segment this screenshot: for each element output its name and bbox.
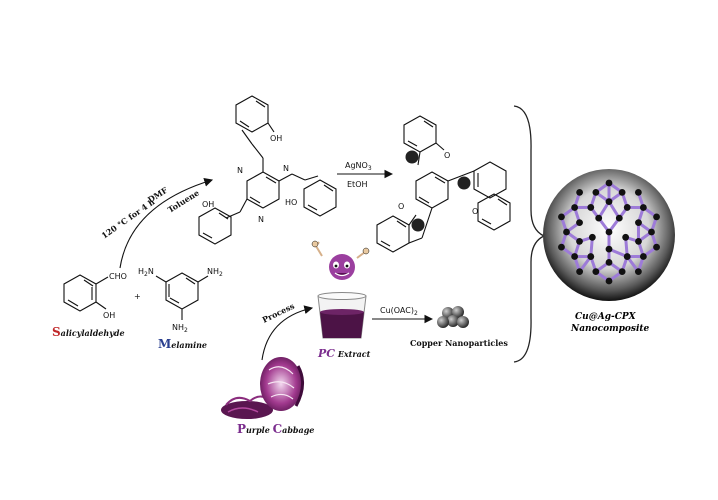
melamine-label: Melamine <box>158 337 207 351</box>
copper-nanoparticles-label: Copper Nanoparticles <box>410 338 508 348</box>
cage-node <box>618 188 626 196</box>
ag-atom <box>457 176 471 190</box>
ligand-n-left: N <box>237 166 243 175</box>
etoh-label: EtOH <box>347 180 368 189</box>
step1-arrow <box>119 178 214 269</box>
ligand-n-bottom: N <box>258 215 264 224</box>
process-arrow <box>261 305 314 361</box>
process-label: Process <box>260 300 296 324</box>
agno3-label: AgNO3 <box>345 161 372 172</box>
ligand-structure: OH N N HO OH N <box>198 95 337 245</box>
cage-node <box>571 253 579 260</box>
copper-nanoparticles-image <box>437 306 469 328</box>
fullerene-cage <box>558 179 660 285</box>
melamine-structure: NH2 H2N NH2 <box>138 267 223 334</box>
h2n-left: H2N <box>138 267 154 278</box>
salicylaldehyde-structure: CHO OH <box>63 272 127 320</box>
cage-node <box>571 204 579 211</box>
extract-beaker <box>317 292 367 339</box>
cage-node <box>563 228 570 236</box>
cage-node <box>576 188 584 196</box>
cage-node <box>605 198 613 206</box>
cage-node <box>623 204 631 211</box>
cage-node <box>592 268 600 276</box>
ligand-ho: HO <box>285 198 297 207</box>
cage-node <box>653 213 660 221</box>
cage-node <box>576 268 584 276</box>
cage-node <box>635 219 642 227</box>
oh-label: OH <box>103 311 115 320</box>
cage-node <box>605 277 613 285</box>
cage-node <box>653 243 660 251</box>
cage-node <box>587 253 595 260</box>
cage-node <box>605 228 613 236</box>
cage-node <box>576 237 583 245</box>
ligand-oh-top: OH <box>270 134 282 143</box>
cho-label: CHO <box>109 272 127 281</box>
product-label-line2: Nanocomposite <box>570 324 650 334</box>
plus-sign: + <box>134 292 141 301</box>
complex-o-left: O <box>398 202 404 211</box>
cage-node <box>558 243 565 251</box>
complex-o-top: O <box>444 151 450 160</box>
nh2-bottom: NH2 <box>172 323 188 334</box>
cage-node <box>588 233 596 241</box>
ligand-n-right: N <box>283 164 289 173</box>
cage-node <box>634 268 642 276</box>
purple-cabbage-label: Purple Cabbage <box>237 422 314 436</box>
cage-node <box>618 268 626 276</box>
cuoac2-label: Cu(OAC)2 <box>380 306 418 317</box>
product-label-line1: Cu@Ag-CPX <box>575 312 637 322</box>
ag-atom <box>405 150 419 164</box>
cage-node <box>622 233 630 241</box>
purple-cabbage-image <box>221 357 304 419</box>
cage-node <box>623 253 631 260</box>
cage-node <box>639 204 647 211</box>
cage-node <box>615 214 623 222</box>
cage-node <box>605 179 613 187</box>
toluene-label: Toluene <box>166 188 201 215</box>
temp-label: 120 °C for 4 h <box>99 196 156 240</box>
cage-node <box>605 245 613 253</box>
cage-node <box>587 204 595 211</box>
complex-o-right: O <box>472 207 478 216</box>
pc-extract-label: PC Extract <box>317 347 371 360</box>
cage-node <box>605 258 613 266</box>
cage-node <box>635 237 642 245</box>
cage-node <box>558 213 565 221</box>
ligand-oh-left: OH <box>202 200 214 209</box>
silver-complex-structure: O O O <box>376 115 511 253</box>
ag-atom <box>411 218 425 232</box>
cage-node <box>634 188 642 196</box>
grouping-brace <box>513 105 546 363</box>
salicylaldehyde-initial: S <box>52 325 61 339</box>
cage-node <box>595 214 603 222</box>
salicylaldehyde-label: Salicylaldehyde <box>52 325 125 339</box>
melamine-initial: M <box>158 337 171 351</box>
nanocomposite-sphere <box>543 169 675 301</box>
cage-node <box>648 228 655 236</box>
cage-node <box>576 219 583 227</box>
cabbage-mascot <box>311 240 370 280</box>
nh2-right: NH2 <box>207 267 223 278</box>
cage-node <box>592 188 600 196</box>
cage-node <box>639 253 647 260</box>
